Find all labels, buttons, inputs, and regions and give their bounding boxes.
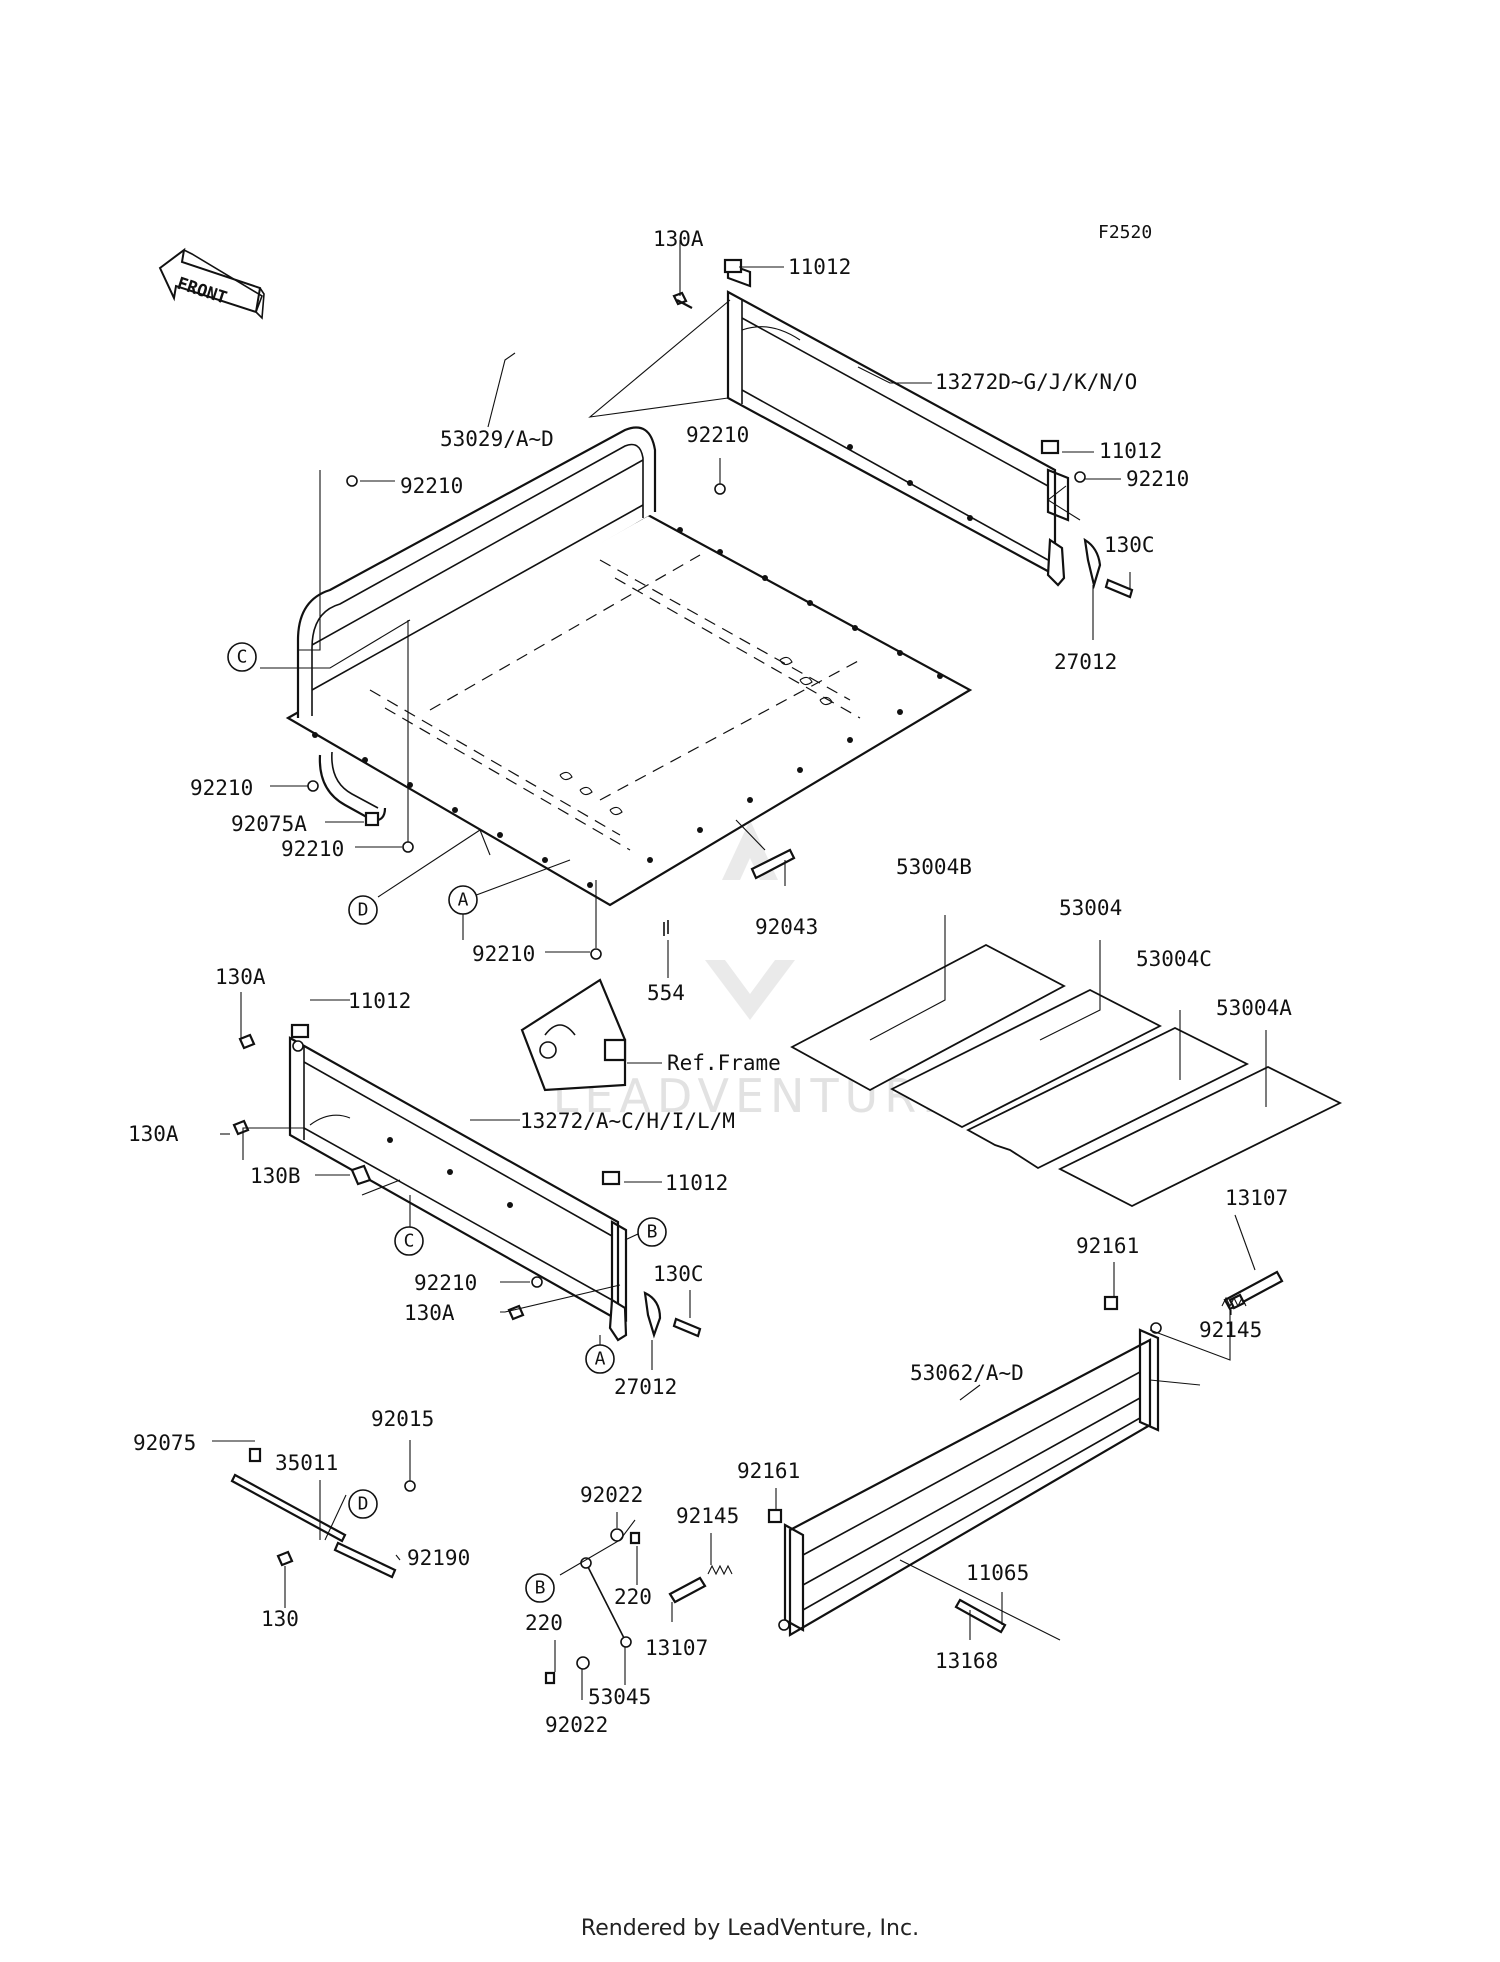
label-92161-right: 92161	[1076, 1234, 1139, 1258]
label-13107-bottom: 13107	[645, 1636, 708, 1660]
callout-B-mid: B	[637, 1217, 667, 1247]
ref-frame	[520, 978, 627, 1092]
label-13168: 13168	[935, 1649, 998, 1673]
floor-mats	[790, 943, 1343, 1208]
right-side-panel-upper	[726, 262, 1070, 587]
callout-C-upper: C	[227, 642, 257, 672]
tailgate	[778, 1322, 1162, 1637]
label-92210-c: 92210	[1126, 467, 1189, 491]
bed-rivets	[312, 527, 943, 888]
label-92210-g: 92210	[414, 1271, 477, 1295]
label-13272-left: 13272/A~C/H/I/L/M	[520, 1109, 735, 1133]
label-13107-right: 13107	[1225, 1186, 1288, 1210]
label-130B: 130B	[250, 1164, 301, 1188]
cargo-bed	[285, 426, 973, 907]
label-27012-left: 27012	[614, 1375, 677, 1399]
callout-circles: C D A B C A D B	[227, 642, 667, 1603]
mat-53004A	[1057, 1065, 1343, 1208]
label-220-left: 220	[525, 1611, 563, 1635]
callout-D-upper: D	[348, 895, 378, 925]
label-130C-right: 130C	[1104, 533, 1155, 557]
label-11012-top: 11012	[788, 255, 851, 279]
render-credit: Rendered by LeadVenture, Inc.	[580, 1916, 920, 1941]
label-53004: 53004	[1059, 896, 1122, 920]
label-92210-d: 92210	[190, 776, 253, 800]
label-130A-left: 130A	[215, 965, 266, 989]
label-11012-left2: 11012	[665, 1171, 728, 1195]
left-side-panel-lower	[288, 1036, 628, 1342]
label-92210-f: 92210	[472, 942, 535, 966]
part-labels: 130A 11012 13272D~G/J/K/N/O 53029/A~D 92…	[128, 227, 1292, 1737]
label-53004A: 53004A	[1216, 996, 1292, 1020]
label-53004B: 53004B	[896, 855, 972, 879]
hardware	[230, 258, 1284, 1685]
label-92210-e: 92210	[281, 837, 344, 861]
label-92043: 92043	[755, 915, 818, 939]
callout-C-mid-text: C	[404, 1231, 415, 1252]
label-130A-left3: 130A	[404, 1301, 455, 1325]
label-92022-top: 92022	[580, 1483, 643, 1507]
label-53062: 53062/A~D	[910, 1361, 1024, 1385]
label-53029: 53029/A~D	[440, 427, 554, 451]
callout-B-lower-text: B	[535, 1578, 546, 1599]
front-arrow-icon: FRONT	[158, 247, 265, 320]
label-92015: 92015	[371, 1407, 434, 1431]
label-130C-left: 130C	[653, 1262, 704, 1286]
label-92075A: 92075A	[231, 812, 307, 836]
label-27012-right: 27012	[1054, 650, 1117, 674]
leader-lines	[212, 240, 1267, 1700]
label-92190: 92190	[407, 1546, 470, 1570]
label-11065: 11065	[966, 1561, 1029, 1585]
figure-code: F2520	[1098, 222, 1152, 243]
label-13272-right: 13272D~G/J/K/N/O	[935, 370, 1137, 394]
label-ref-frame: Ref.Frame	[667, 1051, 781, 1075]
label-92210-b: 92210	[400, 474, 463, 498]
label-92161-bottom: 92161	[737, 1459, 800, 1483]
label-220-right: 220	[614, 1585, 652, 1609]
callout-D-lower-text: D	[358, 1494, 369, 1515]
callout-D-lower: D	[348, 1489, 378, 1519]
mat-53004	[890, 988, 1162, 1129]
callout-A-upper: A	[448, 885, 478, 915]
mat-53004B	[790, 943, 1066, 1092]
callout-A-mid: A	[585, 1344, 615, 1374]
label-92210-a: 92210	[686, 423, 749, 447]
label-92145-bottom: 92145	[676, 1504, 739, 1528]
callout-C-upper-text: C	[237, 647, 248, 668]
label-11012-r2: 11012	[1099, 439, 1162, 463]
callout-A-mid-text: A	[595, 1349, 606, 1370]
label-92022-bottom: 92022	[545, 1713, 608, 1737]
label-130A-left2: 130A	[128, 1122, 179, 1146]
callout-B-lower: B	[525, 1573, 555, 1603]
label-35011: 35011	[275, 1451, 338, 1475]
label-554: 554	[647, 981, 685, 1005]
label-11012-left: 11012	[348, 989, 411, 1013]
label-92145-right: 92145	[1199, 1318, 1262, 1342]
label-53004C: 53004C	[1136, 947, 1212, 971]
callout-D-upper-text: D	[358, 900, 369, 921]
callout-B-mid-text: B	[647, 1222, 658, 1243]
mat-53004C	[966, 1026, 1250, 1170]
label-92075: 92075	[133, 1431, 196, 1455]
label-53045: 53045	[588, 1685, 651, 1709]
label-130A-top: 130A	[653, 227, 704, 251]
callout-C-mid: C	[394, 1226, 424, 1256]
callout-A-upper-text: A	[458, 890, 469, 911]
label-130: 130	[261, 1607, 299, 1631]
